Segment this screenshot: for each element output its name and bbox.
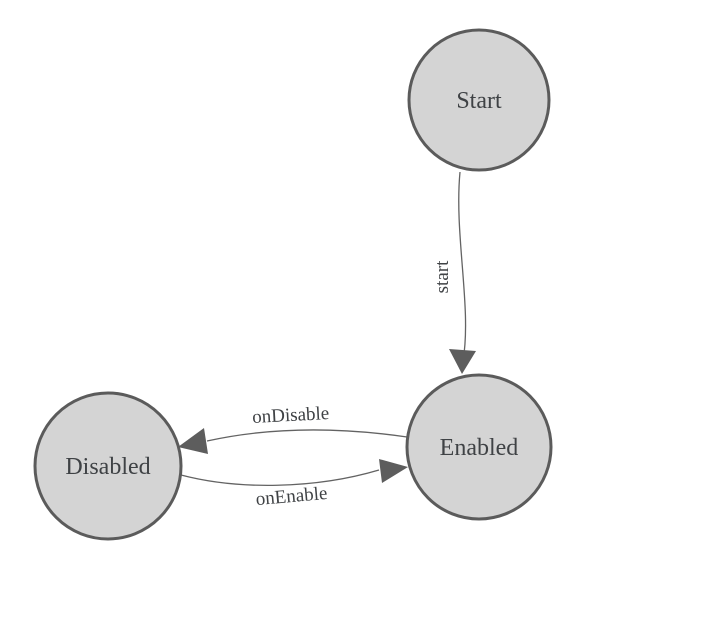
arrowhead-down-icon xyxy=(449,349,476,374)
arrowhead-left-icon xyxy=(178,428,208,454)
state-circle-start xyxy=(407,28,551,172)
edge-label-onenable: onEnable xyxy=(255,483,328,510)
state-node-enabled: Enabled xyxy=(405,373,553,521)
state-circle-enabled xyxy=(405,373,553,521)
arrowhead-right-icon xyxy=(379,459,408,483)
edge-label-ondisable: onDisable xyxy=(252,403,330,428)
state-circle-disabled xyxy=(33,391,183,541)
edge-start-to-enabled xyxy=(458,171,467,362)
state-label-enabled: Enabled xyxy=(440,435,519,461)
edge-enabled-to-disabled xyxy=(206,429,408,442)
state-node-start: Start xyxy=(407,28,551,172)
state-node-disabled: Disabled xyxy=(33,391,183,541)
edge-label-start: start xyxy=(432,260,453,293)
state-label-start: Start xyxy=(456,88,502,114)
edge-disabled-to-enabled xyxy=(180,469,380,486)
state-label-disabled: Disabled xyxy=(65,454,150,480)
